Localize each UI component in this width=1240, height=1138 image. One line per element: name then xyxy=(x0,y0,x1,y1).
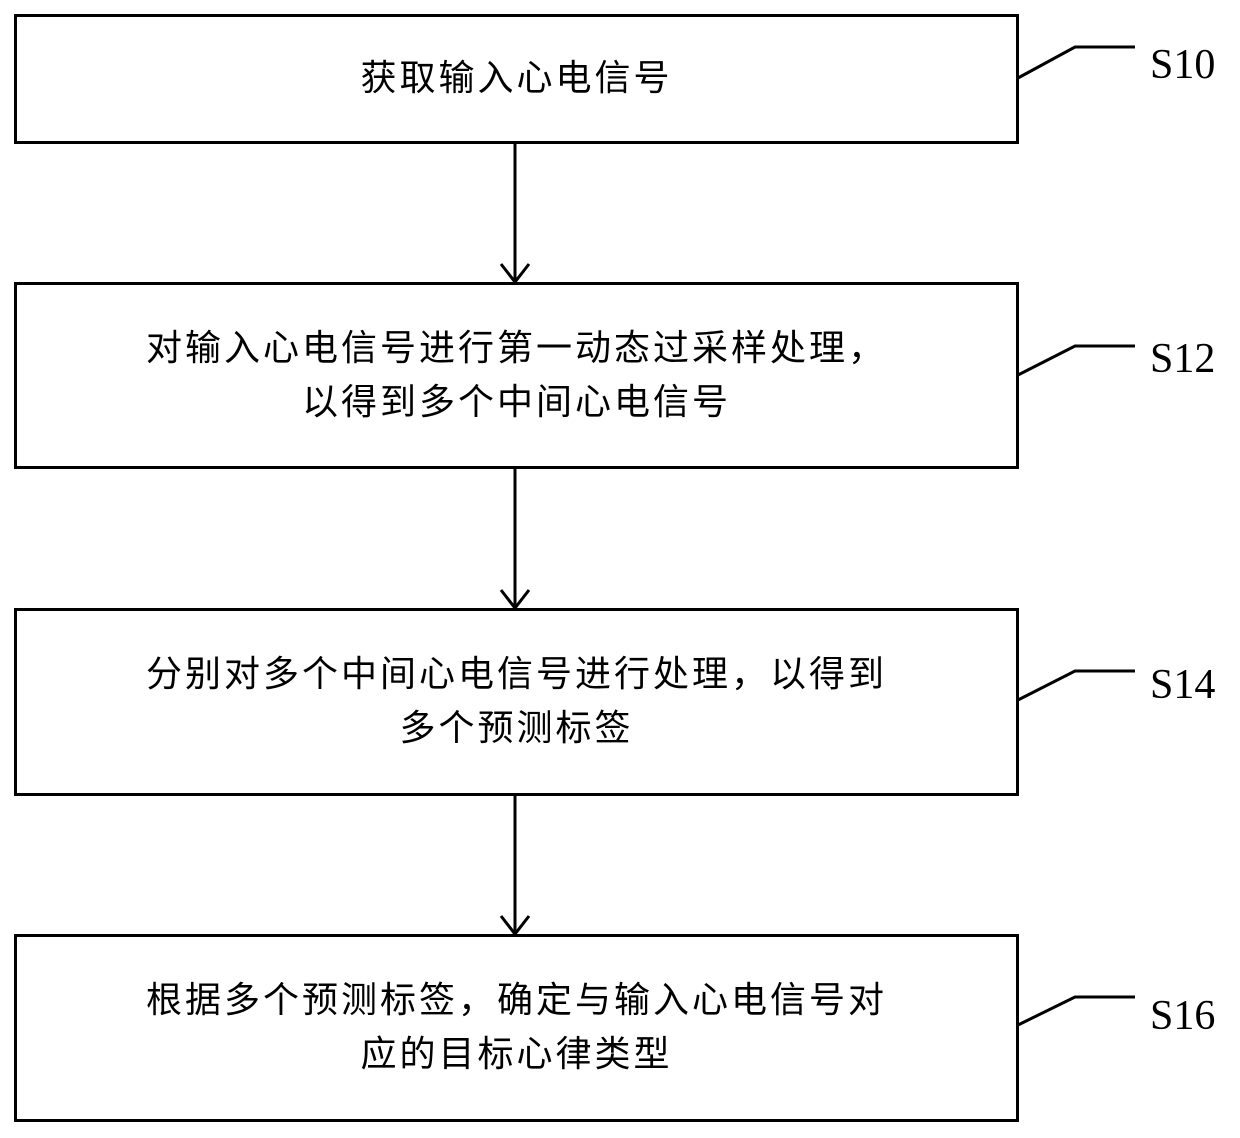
arrow-s12-to-s14 xyxy=(501,468,529,608)
step-text-line: 应的目标心律类型 xyxy=(360,1028,672,1082)
leader-line-s12 xyxy=(1018,346,1135,375)
leader-line-s10 xyxy=(1018,47,1135,78)
step-box-s16: 根据多个预测标签，确定与输入心电信号对 应的目标心律类型 xyxy=(14,934,1019,1122)
step-label-s10: S10 xyxy=(1150,44,1215,86)
step-text-line: 对输入心电信号进行第一动态过采样处理， xyxy=(146,322,887,376)
step-text-line: 以得到多个中间心电信号 xyxy=(302,376,731,430)
step-text-line: 根据多个预测标签，确定与输入心电信号对 xyxy=(146,974,887,1028)
step-label-s14: S14 xyxy=(1150,664,1215,706)
step-label-s16: S16 xyxy=(1150,995,1215,1037)
step-box-s12: 对输入心电信号进行第一动态过采样处理， 以得到多个中间心电信号 xyxy=(14,282,1019,469)
step-text-line: 分别对多个中间心电信号进行处理，以得到 xyxy=(146,648,887,702)
step-text-line: 获取输入心电信号 xyxy=(360,52,672,106)
step-label-s12: S12 xyxy=(1150,338,1215,380)
step-box-s14: 分别对多个中间心电信号进行处理，以得到 多个预测标签 xyxy=(14,608,1019,796)
leader-line-s16 xyxy=(1018,997,1135,1025)
arrow-s10-to-s12 xyxy=(501,143,529,282)
step-text-line: 多个预测标签 xyxy=(399,702,633,756)
step-box-s10: 获取输入心电信号 xyxy=(14,14,1019,144)
leader-line-s14 xyxy=(1018,671,1135,700)
arrow-s14-to-s16 xyxy=(501,795,529,934)
